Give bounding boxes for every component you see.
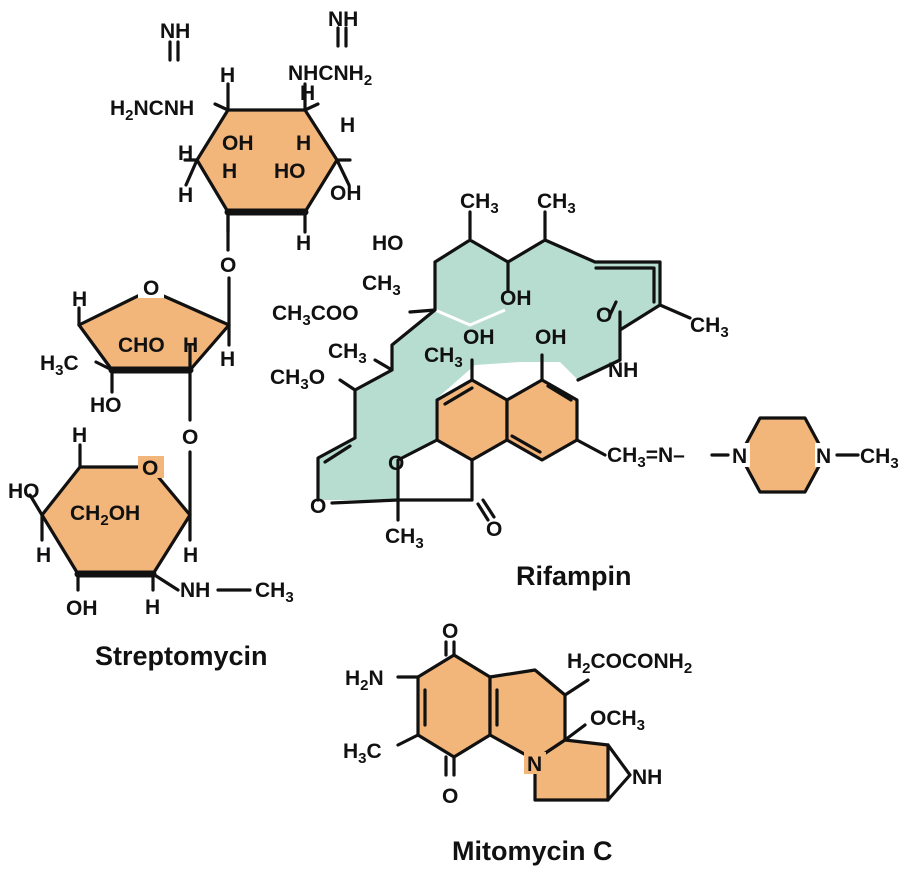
streptidine-h-right: H bbox=[340, 114, 355, 137]
streptose-h-top: H bbox=[72, 288, 87, 311]
rifampin-ring-left bbox=[435, 378, 509, 462]
streptidine-h-top-right: H bbox=[300, 82, 315, 105]
piperazine-n2: N bbox=[816, 445, 831, 468]
glucosamine-ring-oxygen: O bbox=[142, 457, 158, 480]
mitomycin-structure: O O H2N H3C H2COCONH2 OCH3 N NH Mitomyci… bbox=[343, 620, 692, 866]
mitomycin-aziridine-nh: NH bbox=[632, 766, 662, 789]
rifampin-structure: CH3 CH3 HO CH3 OH CH3COO CH3 CH3O CH3 OH… bbox=[270, 190, 899, 591]
glucosamine-substituent-bonds bbox=[28, 443, 252, 592]
streptomycin-caption: Streptomycin bbox=[95, 641, 268, 671]
mitomycin-n-mask bbox=[524, 752, 546, 774]
rifampin-ring-right bbox=[505, 378, 579, 462]
rifampin-oh-mid: OH bbox=[500, 287, 532, 310]
piperazine-n1-mask bbox=[730, 443, 750, 467]
mitomycin-methoxy: OCH3 bbox=[590, 707, 645, 734]
rifampin-ansa-chain bbox=[316, 210, 692, 522]
link-oxygen-2: O bbox=[182, 426, 198, 449]
rifampin-piperazine-ring bbox=[738, 416, 827, 494]
rifampin-oh-ring-left: OH bbox=[463, 326, 495, 349]
streptose-cho: CHO bbox=[118, 334, 165, 357]
rifampin-furan-o: O bbox=[388, 452, 404, 475]
glucosamine-n-methyl: CH3 bbox=[255, 579, 294, 606]
guanidino-right-imine: NH bbox=[328, 8, 358, 31]
rifampin-acetoxy: CH3COO bbox=[272, 302, 359, 329]
mitomycin-bonds bbox=[396, 640, 632, 802]
glucosamine-nh: NH bbox=[180, 579, 210, 602]
streptose-substituent-bonds bbox=[77, 276, 231, 422]
streptidine-oh-inner-right: HO bbox=[274, 160, 306, 183]
mitomycin-methyl: H3C bbox=[343, 740, 382, 767]
streptidine-h-inner-right: H bbox=[296, 132, 311, 155]
streptidine-oh-right: OH bbox=[330, 182, 362, 205]
guanidino-left-group: H2NCNH bbox=[110, 97, 194, 124]
mitomycin-pyrrolidine-ring bbox=[533, 738, 610, 802]
rifampin-amide-carbonyl-o: O bbox=[596, 304, 612, 327]
glucosamine-h-right: H bbox=[183, 544, 198, 567]
glucosamine-oh-bottom: OH bbox=[66, 597, 98, 620]
rifampin-ketone-o: O bbox=[486, 518, 502, 541]
guanidino-double-bonds bbox=[168, 26, 348, 62]
streptose-ho: HO bbox=[90, 394, 122, 417]
streptose-h-right: H bbox=[220, 348, 235, 371]
rifampin-ho-top: HO bbox=[372, 232, 404, 255]
streptidine-ring bbox=[195, 108, 339, 214]
piperazine-n-methyl: CH3 bbox=[860, 445, 899, 472]
streptidine-h-bottom-left: H bbox=[178, 184, 193, 207]
mitomycin-carbamate: H2COCONH2 bbox=[567, 650, 692, 677]
streptose-h-inner: H bbox=[183, 334, 198, 357]
streptidine-substituent-bonds bbox=[183, 82, 352, 162]
mitomycin-o-top: O bbox=[442, 620, 458, 643]
rifampin-caption: Rifampin bbox=[516, 561, 632, 591]
mitomycin-caption: Mitomycin C bbox=[452, 836, 613, 866]
streptidine-nh-bonds bbox=[213, 102, 320, 112]
rifampin-amide-nh: NH bbox=[608, 359, 638, 382]
glucosamine-ho: HO bbox=[8, 480, 40, 503]
rifampin-hydrazone-chain: CH3=N– bbox=[607, 444, 685, 471]
rifampin-ch3-bottom: CH3 bbox=[385, 525, 424, 552]
streptidine-h-inner-left: H bbox=[222, 160, 237, 183]
streptomycin-structure: NH H2NCNH NH NHCNH2 H H H H H H OH HO OH… bbox=[8, 8, 372, 671]
glucosamine-h-top: H bbox=[72, 424, 87, 447]
mitomycin-quinone-ring bbox=[416, 653, 492, 759]
macrocycle-notch bbox=[434, 308, 506, 327]
streptidine-oh-inner-left: OH bbox=[222, 132, 254, 155]
piperazine-n1: N bbox=[732, 445, 747, 468]
rifampin-oh-ring-right: OH bbox=[535, 326, 567, 349]
glucosamine-ch2oh: CH2OH bbox=[70, 502, 140, 529]
streptidine-h-left: H bbox=[178, 142, 193, 165]
glucosamine-h-left: H bbox=[36, 544, 51, 567]
streptidine-h-bottom-right: H bbox=[296, 232, 311, 255]
link-oxygen-1: O bbox=[220, 254, 236, 277]
rifampin-methoxy: CH3O bbox=[270, 366, 325, 393]
mitomycin-o-bottom: O bbox=[442, 785, 458, 808]
rifampin-ch3-ring: CH3 bbox=[424, 344, 463, 371]
rifampin-ch3-mid: CH3 bbox=[362, 272, 401, 299]
streptose-ring-oxygen: O bbox=[143, 277, 159, 300]
piperazine-n2-mask bbox=[815, 443, 835, 467]
mitomycin-ring-n: N bbox=[527, 753, 542, 776]
streptose-methyl: H3C bbox=[40, 352, 79, 379]
streptidine-h-top-left: H bbox=[220, 64, 235, 87]
streptose-ring bbox=[77, 288, 231, 372]
rifampin-ch3-top-right: CH3 bbox=[537, 190, 576, 217]
rifampin-ch3-left: CH3 bbox=[328, 340, 367, 367]
streptose-o-mask bbox=[138, 276, 164, 298]
guanidino-right-group: NHCNH2 bbox=[288, 62, 372, 89]
mitomycin-amino: H2N bbox=[345, 667, 384, 694]
rifampin-ch3-top-left: CH3 bbox=[460, 190, 499, 217]
rifampin-carbonyl-bonds bbox=[476, 300, 618, 522]
rifampin-aromatic-inner-bonds bbox=[443, 384, 573, 454]
rifampin-ch3-right: CH3 bbox=[690, 314, 729, 341]
rifampin-double-bonds bbox=[323, 266, 656, 464]
glucosamine-h-bottom: H bbox=[145, 596, 160, 619]
guanidino-left-imine: NH bbox=[160, 20, 190, 43]
glucosamine-o-mask bbox=[138, 456, 164, 478]
rifampin-macrocycle-fill bbox=[318, 240, 660, 500]
rifampin-ring-o-left: O bbox=[310, 495, 326, 518]
